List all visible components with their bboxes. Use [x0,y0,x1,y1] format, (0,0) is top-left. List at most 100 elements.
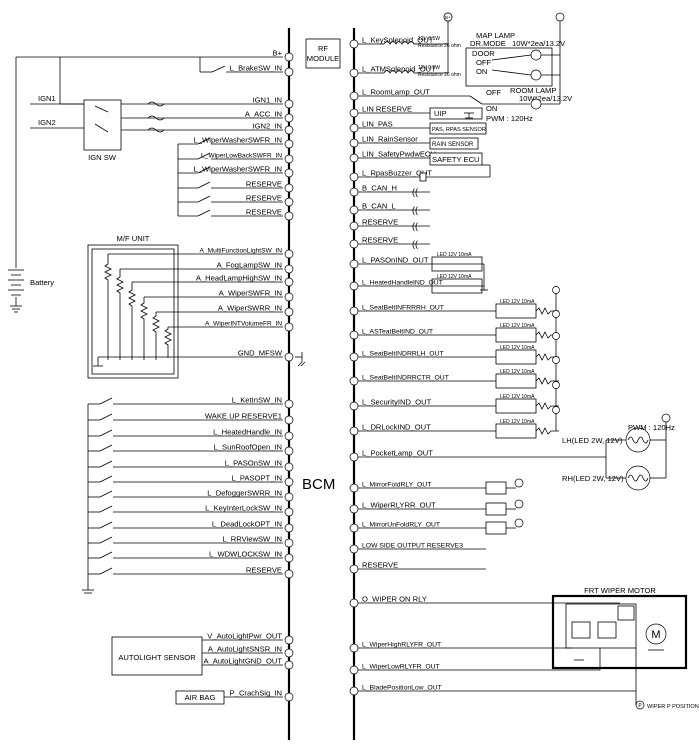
ign2-label: IGN2 [38,118,56,127]
left-pin-node [284,415,294,425]
room-lamp-off: OFF [486,88,502,97]
left-pin-label: L_PASOPT_IN [231,474,282,483]
map-lamp-off: OFF [476,58,492,67]
wiper-p-mark: P [638,703,642,709]
right-pin-node [349,376,359,386]
left-pin-label: L_RRViewSW_IN [222,535,282,544]
left-pin-label: L_WiperLowBackSWFR_IN [201,153,282,160]
key-solenoid-spec-1: 12V 0.5W [418,36,440,42]
left-pin-node [284,538,294,548]
left-pin-node [284,197,294,207]
left-pin-node [284,692,294,702]
right-pin-node [349,564,359,574]
safety-ecu-label: SAFETY ECU [432,155,480,164]
atm-solenoid-spec-1: 12V 0.5W [418,65,440,71]
pocket-lamp-lh: LH(LED 2W, 12V) [562,436,623,445]
left-pin-node [284,399,294,409]
right-pin-node [349,123,359,133]
right-pin-node [349,643,359,653]
right-pin-label: L_RoomLamp_OUT [362,88,430,97]
led-supply-node [552,381,560,389]
right-pin-node [349,221,359,231]
right-pin-label: L_ASTeatBeltIND_OUT [362,329,433,336]
left-pin-label: A_HeadLampHighSW_IN [196,274,282,283]
switch-contact [99,505,113,513]
right-pin-label: L_BladePositionLow_OUT [362,685,442,692]
room-lamp-title: ROOM LAMP [510,86,556,95]
left-pin-node [284,183,294,193]
rf-module [305,38,341,69]
pocket-lamp-pwm: PWM : 120Hz [628,423,675,432]
left-pin-node [284,154,294,164]
switch-contact [99,536,113,544]
map-lamp-title: MAP LAMP [476,31,515,40]
right-pin-node [349,504,359,514]
right-pin-label: L_WiperHighRLYFR_OUT [362,642,441,649]
right-pin-node [349,665,359,675]
input-switches [88,397,283,575]
left-pin-label: WAKE UP RESERVE1 [205,412,282,421]
left-pin-label: L_KeyInterLockSW_IN [205,504,282,513]
ign-fuses [147,101,165,133]
right-pin-node [349,452,359,462]
left-pin-node [284,477,294,487]
left-pin-label: A_WiperSWRR_IN [218,304,282,313]
left-pin-label: L_WiperWasherSWFR_IN [194,165,282,174]
right-pin-label: L_MirrorUnFoldRLY_OUT [362,522,440,529]
input-switch-bank [82,404,94,594]
right-pin-node [349,598,359,608]
left-pin-node [284,292,294,302]
pas-sensor-box [429,122,487,135]
led-resistor [535,377,559,385]
left-pin-label: RESERVE [246,194,282,203]
wiper-switch-bank [177,137,283,217]
left-pin-label: A_WiperSWFR_IN [219,289,282,298]
right-pin-label: L_SeatBeltINDRRCTR_OUT [362,375,449,382]
right-pin-label: L_WiperRLYRR_OUT [362,501,436,510]
led-resistor [535,307,559,315]
right-pin-label: RESERVE [362,236,398,245]
mf-unit-box [87,244,179,379]
left-pin-group: B+L_BrakeSW_INIGN1_INA_ACC_INIGN2_INL_Wi… [194,49,294,702]
switch-contact [99,429,113,437]
right-pin-node [349,153,359,163]
right-pin-label: LIN_SafetyPwdwECU [362,150,436,159]
left-pin-node [284,307,294,317]
key-solenoid-spec-2: Resistance 26 ohm [418,43,461,49]
map-lamp-rating: 10W*2ea/13.2V [512,39,566,48]
right-pin-label: B_CAN_L [362,202,396,211]
wiper-p-position-label: WIPER P POSITION [647,704,699,710]
left-pin-label: L_SunRoofOpen_IN [214,443,282,452]
led-box [495,373,537,389]
right-pin-node [349,259,359,269]
left-pin-label: L_HeatedHandle_IN [213,428,282,437]
left-pin-node [284,507,294,517]
wiper-motor-box [551,594,688,670]
uip-box [429,107,483,120]
left-pin-label: L_PASOnSW_IN [225,459,282,468]
right-pin-label: LIN_RainSensor [362,135,418,144]
right-pin-node [349,352,359,362]
room-lamp-bulb [378,95,561,110]
switch-contact [99,521,113,529]
switch-contact [99,551,113,559]
led-supply-node [552,332,560,340]
switch-contact [99,490,113,498]
autolight-sensor-box [111,636,203,676]
autolight-sensor-label: AUTOLIGHT SENSOR [118,653,196,662]
left-pin-label: L_BrakeSW_IN [230,64,282,73]
right-pin-node [349,281,359,291]
heated-led-spec: LED 12V 10mA [437,274,472,280]
right-pin-node [349,544,359,554]
bcm-label: BCM [302,476,335,493]
left-pin-label: A_MultiFunctionLightSW_IN [200,248,283,255]
left-pin-node [284,168,294,178]
switch-contact [99,475,113,483]
rain-sensor-label: RAIN SENSOR [432,142,474,148]
left-pin-node [284,462,294,472]
switch-contact [99,397,113,405]
left-pin-node [284,249,294,259]
room-lamp-rating: 10W*2ea/13.2V [519,94,573,103]
led-spec-label: LED 12V 10mA [500,394,535,400]
